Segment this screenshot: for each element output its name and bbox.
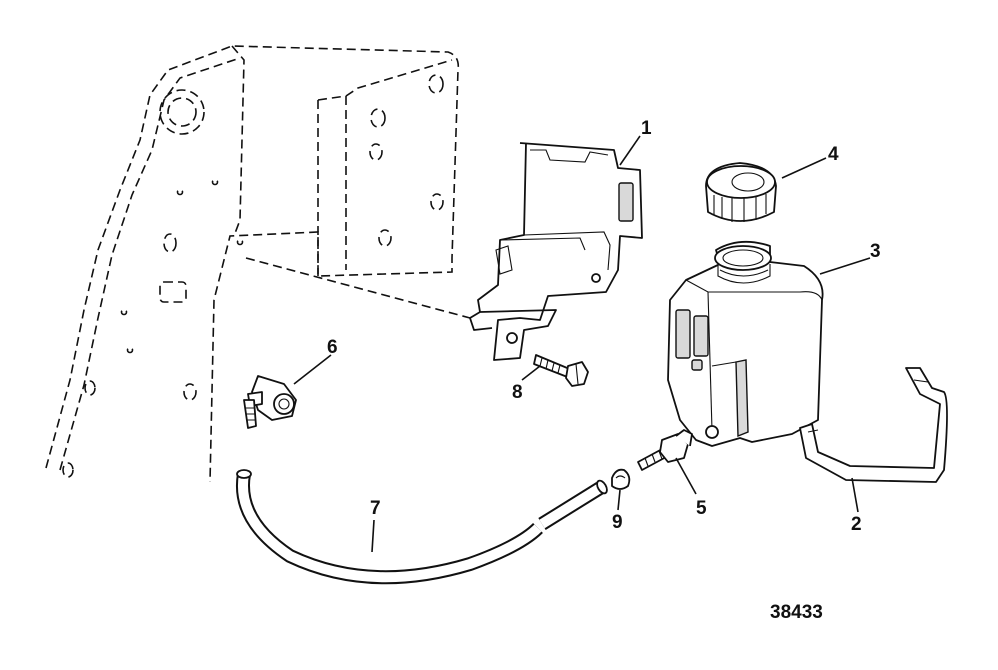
callout-1: 1	[641, 118, 652, 139]
figure-number: 38433	[770, 602, 823, 623]
callout-6: 6	[327, 337, 338, 358]
bolt-part-8	[533, 354, 589, 387]
callout-2: 2	[851, 514, 862, 535]
cap-part-4	[705, 162, 777, 222]
callout-7: 7	[370, 498, 381, 519]
bracket-part-1	[469, 142, 643, 361]
callout-4: 4	[828, 144, 839, 165]
mounting-plate-outline	[45, 45, 471, 483]
strap-part-2	[799, 367, 948, 483]
hose-part-7	[236, 469, 608, 585]
callout-9: 9	[612, 512, 623, 533]
callout-5: 5	[696, 498, 707, 519]
callout-8: 8	[512, 382, 523, 403]
clamp-part-9	[611, 468, 631, 490]
fitting-part-5	[637, 429, 693, 471]
callout-3: 3	[870, 241, 881, 262]
elbow-part-6	[243, 375, 297, 429]
leader-lines	[293, 135, 871, 553]
reservoir-part-3	[667, 240, 824, 447]
